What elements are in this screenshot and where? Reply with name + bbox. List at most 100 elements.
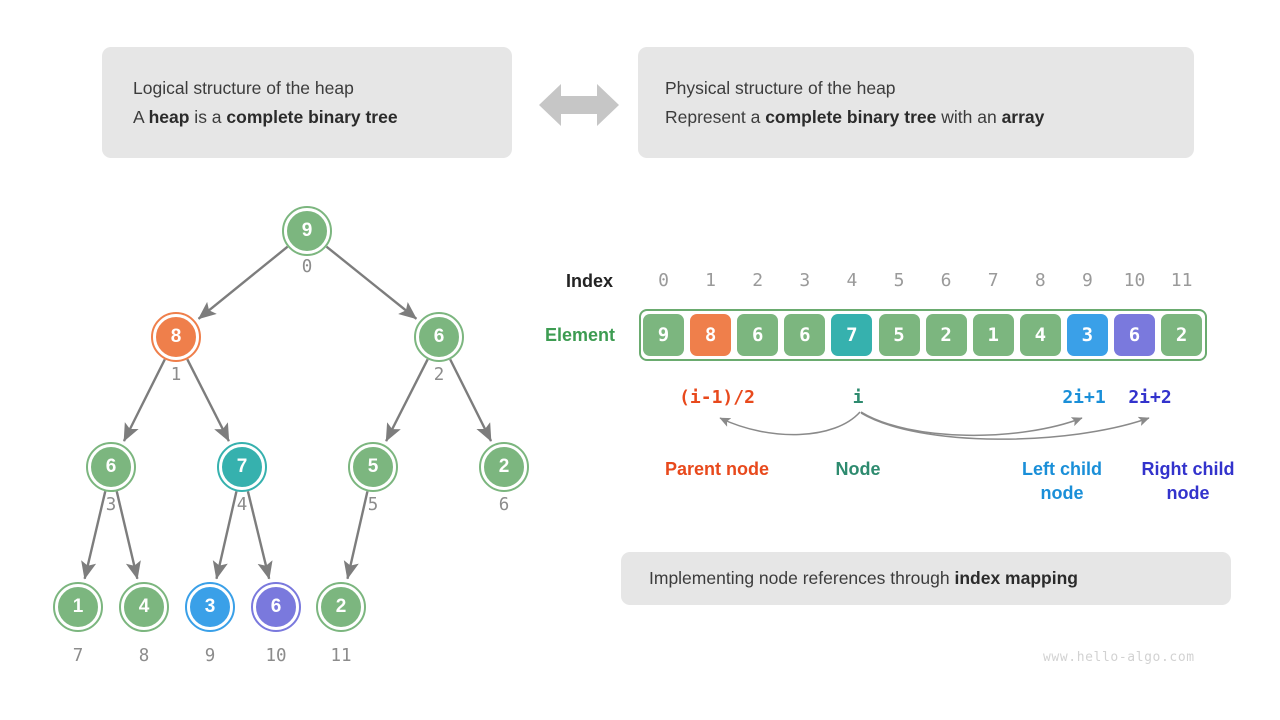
physical-structure-caption: Physical structure of the heap Represent…: [638, 47, 1194, 158]
tree-edge: [449, 358, 493, 442]
array-cell[interactable]: 8: [690, 314, 732, 356]
logical-caption-line2: A heap is a complete binary tree: [133, 103, 512, 131]
tree-edge: [186, 358, 230, 442]
tree-node[interactable]: 3: [188, 585, 232, 629]
array-index-label: 8: [1034, 270, 1046, 291]
tree-node-ring: [414, 312, 464, 362]
logical-caption-line1: Logical structure of the heap: [133, 78, 354, 99]
tree-node-ring: [53, 582, 103, 632]
tree-node[interactable]: 6: [254, 585, 298, 629]
array-cell[interactable]: 6: [784, 314, 826, 356]
index-formula: 2i+2: [1128, 387, 1172, 408]
tree-leaf-index: 11: [330, 646, 352, 666]
watermark: www.hello-algo.com: [1043, 650, 1195, 665]
tree-node-ring: [316, 582, 366, 632]
array-cell[interactable]: 4: [1019, 314, 1061, 356]
tree-leaf-index: 10: [265, 646, 287, 666]
array-index-label: 0: [658, 270, 669, 291]
index-mapping-caption: Implementing node references through ind…: [621, 552, 1231, 605]
array-cell[interactable]: 2: [1161, 314, 1203, 356]
array-cell[interactable]: 7: [831, 314, 873, 356]
tree-node[interactable]: 7: [220, 445, 264, 489]
index-mapping-label: Parent node: [664, 459, 770, 479]
tree-leaf-index: 7: [72, 646, 84, 666]
array-cell[interactable]: 6: [737, 314, 779, 356]
tree-edge: [197, 245, 289, 320]
array-index-label: 11: [1170, 270, 1193, 291]
tree-node-ring: [282, 206, 332, 256]
index-formula: i: [852, 387, 864, 408]
tree-node[interactable]: 8: [154, 315, 198, 359]
tree-edge: [343, 491, 369, 580]
tree-node[interactable]: 9: [285, 209, 329, 253]
index-mapping-caption-pre: Implementing node references through: [649, 568, 955, 589]
physical-caption-line2: Represent a complete binary tree with an…: [665, 103, 1194, 131]
index-mapping-arrows: [719, 411, 1150, 440]
array-cell[interactable]: 9: [643, 314, 684, 356]
index-formula: 2i+1: [1062, 387, 1106, 408]
tree-node[interactable]: 1: [56, 585, 100, 629]
tree-node-index: 4: [236, 495, 248, 515]
tree-edge: [212, 491, 238, 580]
index-mapping-label: Node: [835, 459, 881, 479]
index-formula: (i-1)/2: [679, 387, 755, 408]
array-index-label: 9: [1081, 270, 1093, 291]
physical-caption-bold-cbt: complete binary tree: [765, 106, 937, 127]
index-mapping-caption-text: Implementing node references through ind…: [649, 564, 1231, 592]
physical-caption-line2-mid: with an: [936, 106, 1002, 127]
tree-node-ring: [479, 442, 529, 492]
logical-structure-caption: Logical structure of the heap A heap is …: [102, 47, 512, 158]
array-index-label: 5: [893, 270, 905, 291]
tree-edges: [81, 245, 493, 580]
array-cell[interactable]: 2: [925, 314, 967, 356]
logical-caption-line2-pre: A: [133, 106, 149, 127]
tree-edge: [115, 491, 141, 580]
array-cell[interactable]: 5: [878, 314, 920, 356]
array-index-label: 2: [752, 270, 764, 291]
array-index-label: 10: [1123, 270, 1146, 291]
array-cell[interactable]: 1: [972, 314, 1014, 356]
physical-caption-line2-pre: Represent a: [665, 106, 766, 127]
tree-node-index: 0: [301, 257, 313, 277]
tree-leaf-index: 8: [138, 646, 150, 666]
index-mapping-caption-bold: index mapping: [954, 568, 1078, 589]
array-index-label: 3: [799, 270, 811, 291]
index-row-label: Index: [566, 271, 614, 291]
array-index-label: 4: [846, 270, 858, 291]
physical-caption-line1: Physical structure of the heap: [665, 78, 896, 99]
index-mapping-label: Left child node: [1022, 459, 1102, 503]
tree-node-index: 5: [367, 495, 379, 515]
tree-edge: [385, 358, 429, 442]
array-index-label: 1: [705, 270, 717, 291]
array-index-label: 6: [940, 270, 952, 291]
tree-node-ring: [151, 312, 201, 362]
left-child-arrow: [860, 411, 1083, 436]
tree-node[interactable]: 2: [319, 585, 363, 629]
tree-node[interactable]: 4: [122, 585, 166, 629]
tree-node-index: 2: [433, 365, 445, 385]
tree-node[interactable]: 6: [417, 315, 461, 359]
physical-caption-bold-array: array: [1001, 106, 1045, 127]
double-arrow-icon: [539, 82, 619, 128]
parent-arrow: [719, 411, 861, 436]
tree-node-ring: [348, 442, 398, 492]
right-child-arrow: [860, 412, 1150, 440]
tree-edge: [246, 491, 273, 580]
array-frame: [639, 309, 1207, 361]
tree-node[interactable]: 6: [89, 445, 133, 489]
logical-caption-line2-mid: is a: [189, 106, 227, 127]
tree-edge: [81, 491, 107, 580]
tree-node[interactable]: 5: [351, 445, 395, 489]
array-index-label: 7: [987, 270, 999, 291]
tree-edge: [325, 245, 418, 320]
array-cell[interactable]: 6: [1114, 314, 1155, 356]
tree-node[interactable]: 2: [482, 445, 526, 489]
index-mapping-label: Right child node: [1141, 459, 1235, 503]
tree-node-ring: [251, 582, 301, 632]
logical-caption-bold-heap: heap: [148, 106, 190, 127]
tree-node-ring: [217, 442, 267, 492]
tree-node-index: 6: [498, 495, 510, 515]
array-cell[interactable]: 3: [1066, 314, 1108, 356]
tree-node-index: 3: [105, 495, 117, 515]
